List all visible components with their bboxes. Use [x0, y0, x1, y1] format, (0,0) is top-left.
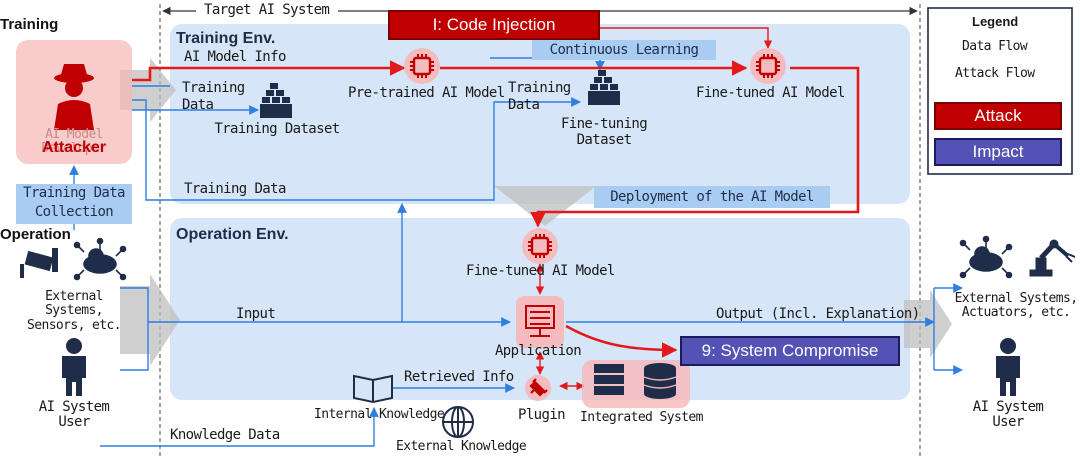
knowledge-data-label: Knowledge Data: [170, 427, 280, 443]
grey-arrow-input: [120, 274, 180, 366]
external-systems-out-label: External Systems, Actuators, etc.: [954, 291, 1078, 321]
training-data-label-3: Training Data: [184, 181, 286, 197]
training-dataset-icon: [260, 83, 292, 118]
application-server-icon: [516, 296, 564, 348]
flow-knowledge-data: [100, 407, 379, 447]
finetuned-model-op-label: Fine-tuned AI Model: [466, 263, 615, 279]
legend-impact-box: Impact: [934, 138, 1062, 166]
pretrained-chip-icon: [404, 48, 440, 84]
user-icon-in: [62, 338, 86, 396]
training-dataset-label: Training Dataset: [214, 121, 340, 137]
legend-title: Legend: [972, 14, 1019, 29]
input-label: Input: [236, 306, 276, 322]
finetuned-chip-icon-train: [750, 48, 786, 84]
internal-knowledge-label: Internal Knowledge: [314, 407, 445, 422]
operation-section-title: Operation: [0, 226, 71, 243]
camera-sensor-icon: [20, 248, 58, 278]
plugin-label: Plugin: [518, 407, 566, 423]
user-icon-out: [996, 338, 1020, 396]
output-label: Output (Incl. Explanation): [716, 306, 920, 322]
robot-arm-icon: [1029, 239, 1076, 277]
training-data-label-2: Training Data: [508, 80, 571, 113]
training-data-collection-label: Training Data Collection: [16, 184, 132, 224]
integrated-system-icons: [582, 360, 690, 408]
cloud-network-icon-out: [959, 235, 1013, 279]
attacker-label: Attacker: [41, 139, 107, 156]
flow-training-data-3: [132, 97, 581, 201]
pretrained-model-label: Pre-trained AI Model: [348, 85, 505, 101]
continuous-learning-label: Continuous Learning: [532, 40, 716, 60]
attack-injection-line: [598, 27, 773, 49]
grey-arrow-deploy: [494, 186, 596, 226]
ai-system-user-in-label: AI System User: [38, 399, 110, 431]
legend-attack-box: Attack: [934, 102, 1062, 130]
attack-to-pretrained: [132, 60, 406, 82]
deployment-label: Deployment of the AI Model: [594, 186, 830, 208]
finetuning-dataset-icon: [588, 70, 620, 105]
training-env-title: Training Env.: [176, 30, 276, 47]
attack-app-compromise: [565, 324, 678, 358]
plugin-icon: [525, 375, 551, 401]
finetuned-model-train-label: Fine-tuned AI Model: [696, 85, 845, 101]
internal-knowledge-book-icon: [353, 374, 393, 404]
finetuning-dataset-label: Fine-tuning Dataset: [560, 116, 648, 149]
attack-deploy: [530, 66, 860, 228]
data-flows: [69, 57, 1059, 447]
operation-env-title: Operation Env.: [176, 226, 289, 243]
finetuned-chip-icon-op: [522, 228, 558, 264]
external-knowledge-globe-icon: [442, 406, 474, 438]
grey-arrow-attacker: [120, 58, 176, 122]
ai-system-user-out-label: AI System User: [972, 399, 1044, 431]
grey-arrow-output: [904, 290, 952, 358]
legend-attack-flow: Attack Flow: [955, 66, 1035, 81]
attacker-icon: [54, 64, 94, 130]
retrieved-info-label: Retrieved Info: [404, 369, 514, 385]
flow-ext-in: [120, 287, 149, 371]
cloud-network-icon-in: [73, 237, 127, 281]
code-injection-attack-box: I: Code Injection: [388, 10, 600, 40]
system-compromise-impact-box: 9: System Compromise: [680, 336, 900, 366]
external-knowledge-label: External Knowledge: [396, 439, 527, 454]
ai-model-info-label: AI Model Info: [184, 49, 286, 65]
external-systems-in-label: External Systems, Sensors, etc.: [27, 289, 122, 333]
training-data-label-1: Training Data: [182, 80, 245, 113]
legend-data-flow: Data Flow: [962, 39, 1028, 54]
integrated-system-label: Integrated System: [580, 410, 703, 425]
application-label: Application: [494, 343, 582, 359]
training-section-title: Training: [0, 16, 59, 33]
target-system-label: Target AI System: [202, 2, 332, 18]
ai-model-developer-label: AI Model Developer: [41, 127, 107, 156]
